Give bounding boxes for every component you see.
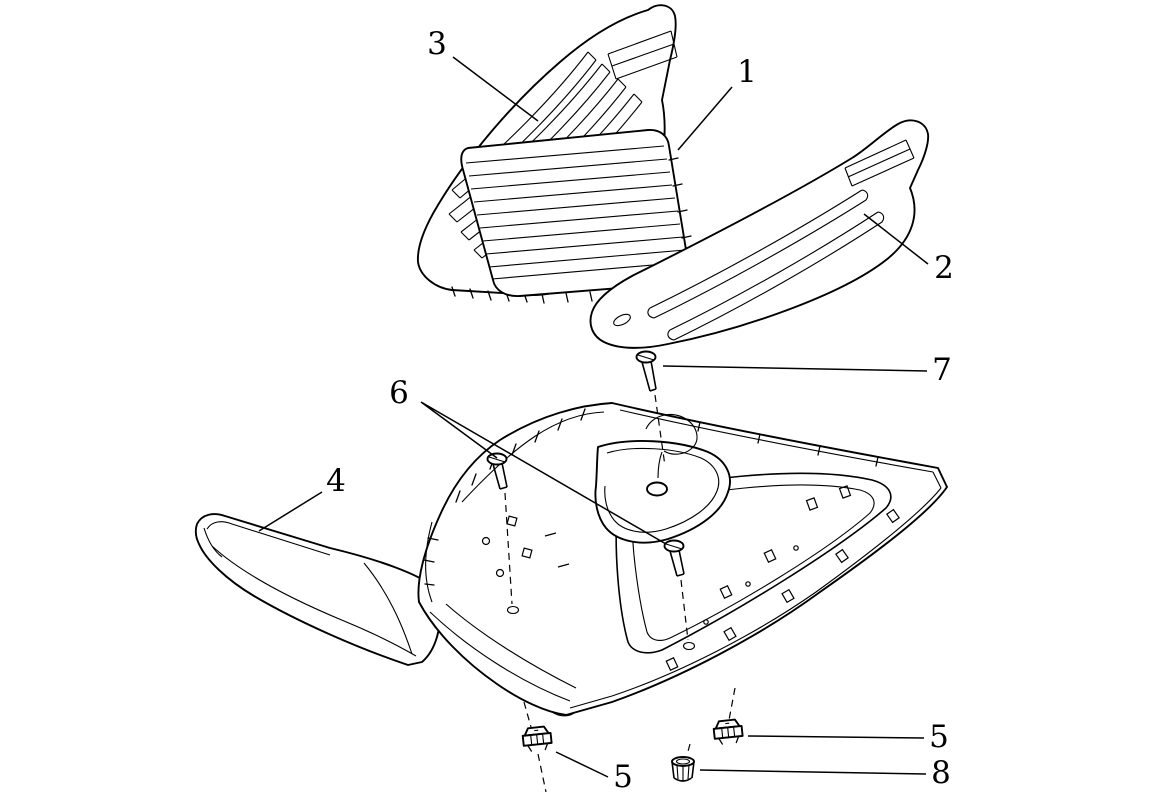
mat-surface-ribs xyxy=(465,145,688,280)
strip-top-tab xyxy=(844,139,915,187)
left-footwell-marks xyxy=(481,515,570,578)
callout-label-4: 4 xyxy=(326,463,346,499)
centerline-plug xyxy=(686,743,691,756)
leader-3 xyxy=(452,56,539,122)
screw-hole xyxy=(646,481,668,497)
callout-label-8: 8 xyxy=(931,755,951,791)
mat-edge-teeth xyxy=(451,286,528,303)
leader-6 xyxy=(420,401,667,545)
callout-label-6: 6 xyxy=(389,375,409,411)
callout-label-3: 3 xyxy=(427,26,447,62)
leader-1 xyxy=(677,86,733,151)
centerline-clip-a-lower xyxy=(537,753,547,793)
callout-label-7: 7 xyxy=(932,352,952,388)
screw-7 xyxy=(635,350,666,467)
leader-4 xyxy=(258,491,323,532)
front-apron xyxy=(429,603,577,717)
mat-top-tab xyxy=(607,30,678,80)
leader-5-right xyxy=(747,735,925,739)
centre-tunnel xyxy=(594,413,731,544)
leader-8 xyxy=(699,769,927,775)
callout-label-1: 1 xyxy=(737,54,757,90)
leader-7 xyxy=(662,365,928,372)
screw-6a xyxy=(486,452,520,615)
screw-6b xyxy=(663,539,696,651)
panel-topleft-rib-band xyxy=(423,408,605,603)
leader-5-bottom xyxy=(555,751,609,778)
panel-topright-edge xyxy=(619,409,942,489)
floor-panel xyxy=(417,402,948,717)
rubber-plug xyxy=(671,756,695,782)
spring-clip-b xyxy=(712,718,744,745)
centerline-clip-a xyxy=(523,701,532,728)
leader-2 xyxy=(863,213,929,265)
strip-grooves xyxy=(613,189,885,341)
callout-label-5-right: 5 xyxy=(929,719,949,755)
right-footwell-recess xyxy=(615,472,892,654)
spring-clip-a xyxy=(521,725,553,752)
leader-lines xyxy=(258,56,929,778)
callout-label-2: 2 xyxy=(934,250,954,286)
panel-front-edge-band xyxy=(569,487,942,709)
side-panel xyxy=(194,513,442,666)
right-footrest-mat xyxy=(589,119,930,349)
centerline-clip-b xyxy=(728,687,736,721)
callout-label-5-bottom: 5 xyxy=(613,759,633,795)
